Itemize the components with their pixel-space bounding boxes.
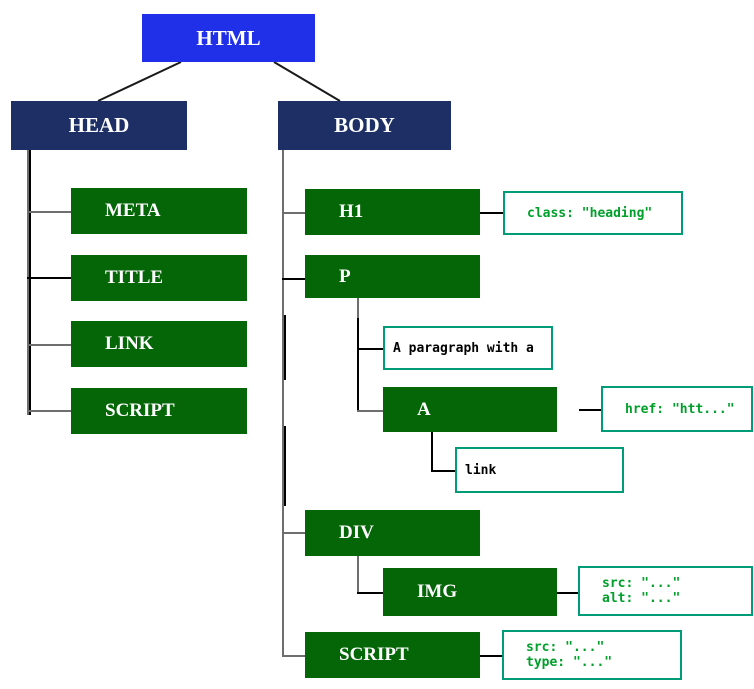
leaf-script-attributes[interactable]: src: "..." type: "..." (502, 630, 682, 680)
node-head[interactable]: HEAD (11, 101, 187, 150)
node-head-script-label: SCRIPT (105, 400, 175, 421)
node-link-label: LINK (105, 333, 154, 354)
a-branch-text (431, 470, 457, 472)
head-branch-script (27, 410, 74, 412)
body-branch-h1 (282, 212, 306, 214)
node-a-label: A (417, 398, 431, 420)
leaf-p-text[interactable]: A paragraph with a (383, 326, 553, 370)
node-body-script[interactable]: SCRIPT (305, 632, 480, 678)
node-p-label: P (339, 265, 351, 287)
node-link[interactable]: LINK (71, 321, 247, 367)
node-a[interactable]: A (383, 387, 557, 432)
leaf-a-attributes[interactable]: href: "htt..." (601, 386, 753, 432)
body-spine-accent2 (284, 426, 286, 506)
node-head-label: HEAD (68, 113, 130, 137)
body-spine (282, 150, 284, 656)
script-attrs-connector (478, 655, 504, 657)
head-branch-link (27, 344, 74, 346)
node-meta[interactable]: META (71, 188, 247, 234)
leaf-img-attributes-line2: alt: "..." (602, 591, 681, 606)
body-spine-accent1 (284, 315, 286, 380)
node-div-label: DIV (339, 522, 374, 543)
a-spine (431, 432, 433, 472)
node-body-script-label: SCRIPT (339, 644, 409, 665)
body-branch-script (282, 655, 306, 657)
node-meta-label: META (105, 200, 161, 221)
img-attrs-connector (556, 592, 580, 594)
node-h1[interactable]: H1 (305, 189, 480, 235)
div-branch-img (357, 592, 384, 594)
p-branch-text (357, 348, 384, 350)
node-head-script[interactable]: SCRIPT (71, 388, 247, 434)
leaf-h1-attributes[interactable]: class: "heading" (503, 191, 683, 235)
body-branch-div (282, 532, 306, 534)
node-img-label: IMG (417, 581, 458, 602)
head-spine-accent (29, 150, 31, 415)
node-title[interactable]: TITLE (71, 255, 247, 301)
body-branch-p (282, 278, 306, 280)
a-attrs-connector (579, 409, 603, 411)
leaf-img-attributes[interactable]: src: "..." alt: "..." (578, 566, 753, 616)
head-branch-meta (27, 211, 74, 213)
node-h1-label: H1 (339, 201, 364, 222)
head-spine (27, 150, 29, 415)
p-spine-accent (357, 318, 359, 412)
node-div[interactable]: DIV (305, 510, 480, 556)
node-img[interactable]: IMG (383, 568, 557, 616)
leaf-script-attributes-line2: type: "..." (526, 655, 613, 670)
leaf-a-text[interactable]: link (455, 447, 624, 493)
head-branch-title (27, 277, 74, 279)
h1-leaf-connector (478, 212, 506, 214)
node-body-label: BODY (334, 113, 395, 137)
leaf-p-text-line1: A paragraph with a (393, 340, 534, 356)
node-html[interactable]: HTML (142, 14, 315, 62)
node-title-label: TITLE (105, 267, 164, 288)
leaf-a-attributes-line1: href: "htt..." (625, 401, 735, 417)
div-spine (357, 556, 359, 594)
leaf-h1-attributes-line1: class: "heading" (527, 205, 653, 221)
leaf-script-attributes-line1: src: "..." (526, 640, 605, 655)
node-body[interactable]: BODY (278, 101, 451, 150)
leaf-img-attributes-line1: src: "..." (602, 576, 681, 591)
p-branch-a (357, 410, 384, 412)
node-html-label: HTML (196, 25, 261, 50)
leaf-a-text-line1: link (465, 462, 497, 478)
node-p[interactable]: P (305, 255, 480, 298)
